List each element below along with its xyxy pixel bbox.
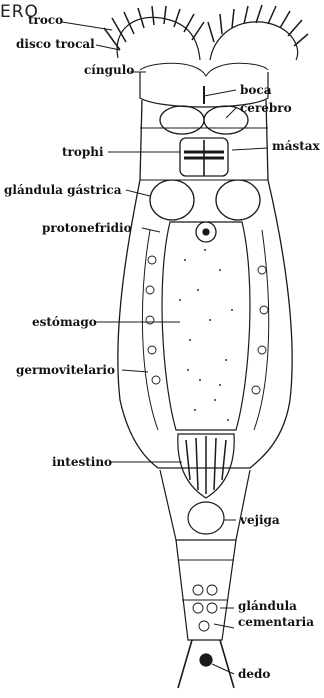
bladder (188, 502, 224, 534)
stomach (162, 222, 250, 430)
right-trochal-disc (210, 22, 298, 60)
label-disco-trocal: disco trocal (16, 38, 95, 51)
label-glandula-cementaria-1: glándula (238, 600, 297, 613)
gastric-gland-left (150, 180, 194, 220)
label-trophi: trophi (62, 146, 104, 159)
label-protonefridio: protonefridio (42, 222, 132, 235)
foot-upper (160, 470, 250, 540)
foot-joint (178, 560, 234, 600)
label-glandula-gastrica: glándula gástrica (4, 184, 122, 197)
label-vejiga: vejiga (240, 514, 280, 527)
brain-left (160, 106, 204, 134)
cingulum (140, 63, 268, 76)
label-cerebro: cerebro (240, 102, 292, 115)
label-dedo: dedo (238, 668, 270, 681)
label-estomago: estómago (32, 316, 97, 329)
stomach-stipple (179, 249, 233, 421)
right-cilia (208, 5, 308, 46)
cement-glands (193, 585, 217, 631)
label-cingulo: cíngulo (84, 64, 134, 77)
label-glandula-cementaria-2: cementaria (238, 616, 314, 629)
label-intestino: intestino (52, 456, 112, 469)
gastric-gland-right (216, 180, 260, 220)
toe-base (200, 654, 212, 666)
label-mastax: mástax (272, 140, 320, 153)
foot-lower (176, 540, 236, 640)
label-troco: troco (28, 14, 63, 27)
left-cilia (104, 6, 204, 50)
leader-lines (62, 22, 268, 674)
protonephridium-right (254, 230, 269, 430)
trunk (118, 86, 292, 468)
label-germovitelario: germovitelario (16, 364, 115, 377)
label-boca: boca (240, 84, 271, 97)
corona (104, 5, 308, 107)
hindbody (160, 434, 250, 688)
